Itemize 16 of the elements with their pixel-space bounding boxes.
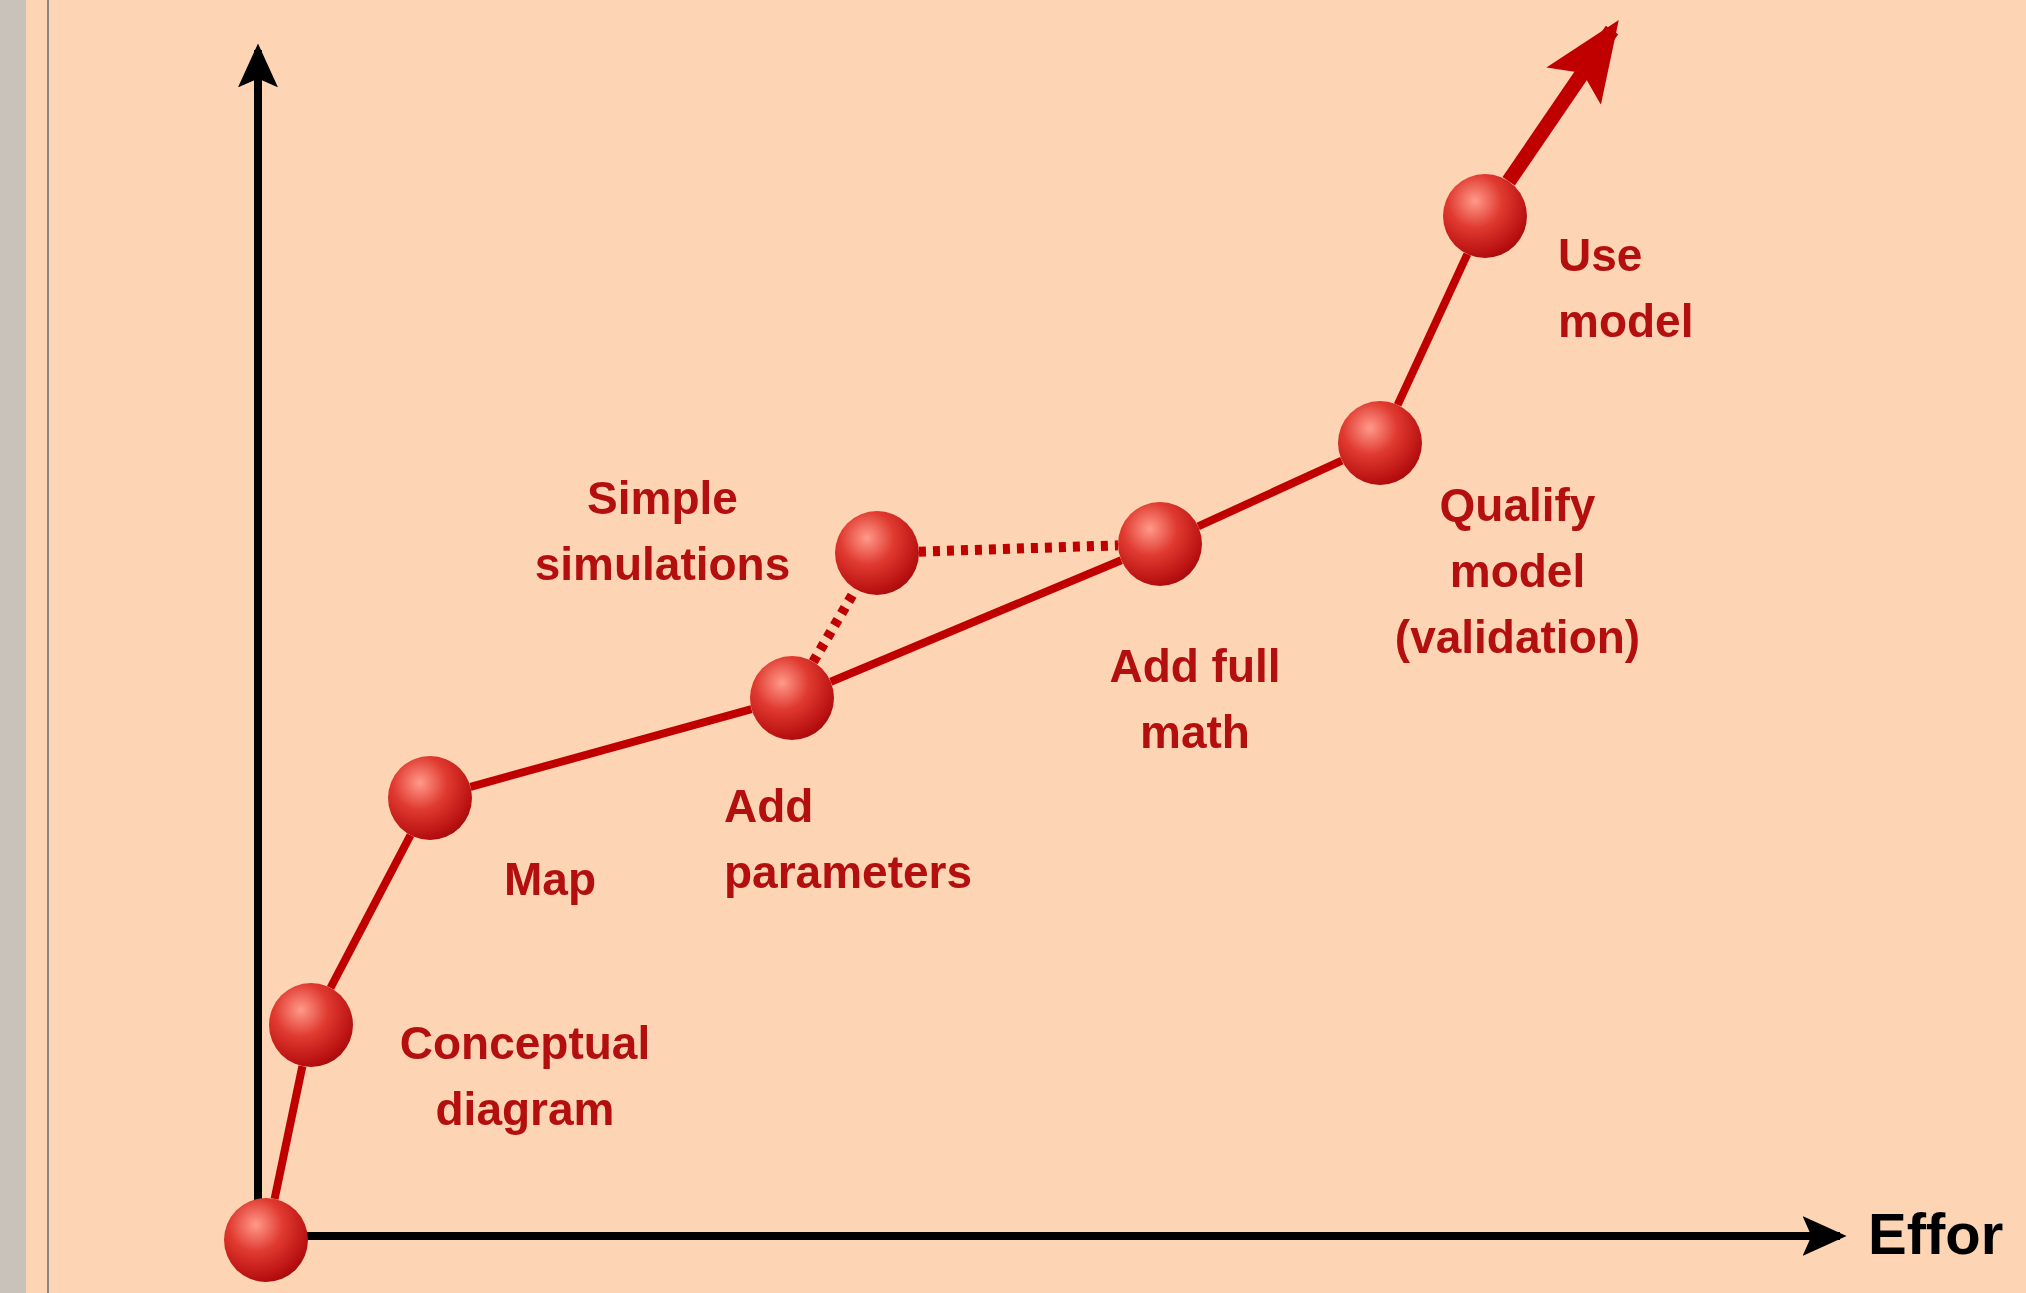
connector-line — [829, 556, 1123, 686]
milestone-label: Simple simulations — [533, 471, 792, 592]
connector-line — [1196, 456, 1344, 531]
milestone-label: Use model — [1558, 228, 1695, 349]
connector-line — [326, 833, 415, 990]
milestone-label: Qualify model (validation) — [1393, 478, 1642, 665]
connector-line — [1394, 252, 1471, 407]
milestone-label: Add full math — [1108, 639, 1282, 760]
milestone-label: Add parameters — [724, 779, 974, 900]
arrow — [1502, 20, 1619, 186]
milestone-label: Map — [503, 852, 597, 907]
connector-line — [469, 705, 753, 791]
dotted-line — [918, 540, 1119, 557]
connector-line — [270, 1065, 307, 1200]
milestone-label: Conceptual diagram — [398, 1016, 652, 1137]
axis-label: Effor — [1868, 1200, 2004, 1267]
